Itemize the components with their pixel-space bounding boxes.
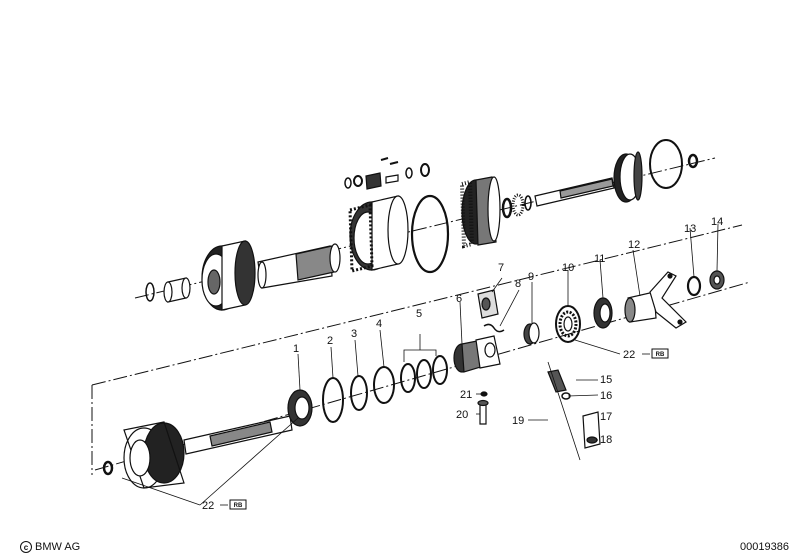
part-labels: 1 2 3 4 5 6 7 8 9 10 11 12 13 14 15 16 1…	[202, 216, 723, 512]
part-6-housing	[453, 335, 501, 373]
label-part-12: 12	[628, 239, 640, 251]
part-3-ring	[350, 375, 368, 411]
clutch-drum	[348, 195, 409, 273]
lower-left-assembly	[102, 355, 448, 489]
rb-badge-upper-text: RB	[656, 352, 665, 358]
label-part-17: 17	[600, 411, 612, 423]
label-part-8: 8	[515, 278, 521, 290]
part-9-ring	[523, 322, 540, 345]
label-part-11: 11	[594, 253, 605, 265]
part-5-rings	[400, 355, 448, 393]
upper-assembly	[145, 139, 699, 311]
washer-a	[501, 197, 513, 219]
label-part-10: 10	[562, 262, 574, 274]
label-part-20: 20	[456, 409, 468, 421]
label-part-9: 9	[528, 271, 534, 283]
part-20-bolt	[477, 399, 489, 425]
label-part-2: 2	[327, 335, 333, 347]
snap-ring-right	[649, 139, 683, 189]
clutch-basket	[459, 176, 501, 249]
copyright-text: BMW AG	[35, 541, 81, 553]
part-12-output-flange	[624, 271, 687, 329]
part-10-bearing	[555, 305, 581, 343]
label-part-22-lower: 22	[202, 500, 214, 512]
part-11-seal	[593, 297, 613, 329]
label-part-22-upper: 22	[623, 349, 635, 361]
label-part-4: 4	[376, 318, 382, 330]
part-13-washer	[686, 275, 702, 297]
rb-badge-lower: RB	[220, 499, 247, 510]
rb-badge-lower-text: RB	[234, 503, 243, 509]
copyright-notice: c BMW AG	[20, 541, 80, 553]
washer-lower-left	[102, 460, 114, 476]
label-part-13: 13	[684, 223, 696, 235]
diagonal-divider-line	[91, 224, 743, 386]
part-18-nut	[586, 436, 598, 444]
label-part-21: 21	[460, 389, 472, 401]
splined-shaft	[257, 243, 341, 289]
ring-gear-drum	[123, 421, 185, 489]
label-part-5: 5	[416, 308, 422, 320]
small-parts-row	[344, 157, 430, 190]
part-8-spring	[483, 323, 505, 333]
snap-ring-left	[145, 282, 155, 302]
part-7-detent	[477, 289, 499, 319]
large-snap-ring	[410, 194, 450, 274]
ring-gear-disk	[613, 151, 643, 203]
output-shaft	[534, 177, 615, 207]
label-part-6: 6	[456, 293, 462, 305]
label-part-7: 7	[498, 262, 504, 274]
copyright-icon: c	[20, 541, 32, 553]
selector-stack	[547, 369, 601, 449]
lower-right-assembly	[453, 270, 725, 449]
thrust-bearing	[511, 193, 525, 217]
rb-badge-upper: RB	[642, 348, 669, 359]
part-14-nut	[709, 270, 725, 290]
small-washer	[687, 153, 699, 169]
label-part-19: 19	[512, 415, 524, 427]
label-part-14: 14	[711, 216, 723, 228]
leader-lines	[121, 223, 719, 506]
label-part-3: 3	[351, 328, 357, 340]
label-part-1: 1	[293, 343, 299, 355]
label-part-16: 16	[600, 390, 612, 402]
washer-b	[524, 195, 532, 211]
label-part-15: 15	[600, 374, 612, 386]
bushing	[163, 277, 191, 303]
document-number: 00019386	[740, 541, 789, 553]
label-part-18: 18	[600, 434, 612, 446]
input-shaft	[183, 415, 293, 455]
part-1-bearing	[287, 389, 313, 427]
front-planet-carrier	[201, 240, 256, 311]
part-4-ring	[373, 366, 395, 404]
